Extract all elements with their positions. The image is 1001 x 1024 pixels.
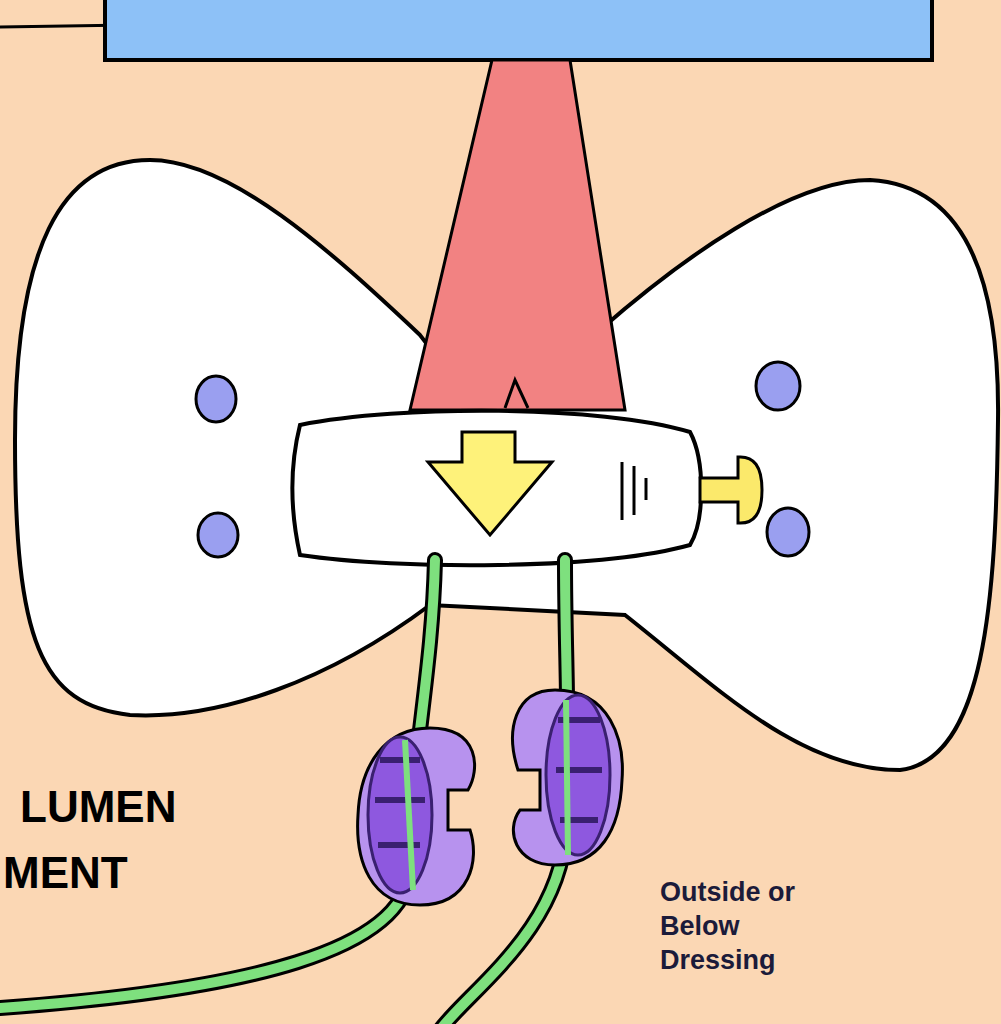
grip-marks: [622, 462, 646, 520]
hub-tip: [505, 380, 528, 408]
retainer-clip: [293, 411, 702, 565]
pad-dot: [756, 362, 800, 410]
t-knob: [700, 457, 762, 523]
pad-dot: [198, 513, 238, 557]
placement-note: Outside or Below Dressing: [660, 876, 820, 977]
pad-dot: [196, 376, 236, 422]
pad-dot: [767, 508, 809, 556]
extension-tubes: [0, 560, 568, 1024]
cut-label: MENT: [3, 850, 128, 896]
tube-clamp: [358, 728, 475, 905]
cut-label: LUMEN: [20, 784, 176, 830]
tube-clamp: [513, 690, 623, 865]
catheter-hub: [410, 60, 625, 410]
direction-arrow: [428, 432, 552, 535]
dressing-band: [105, 0, 932, 60]
